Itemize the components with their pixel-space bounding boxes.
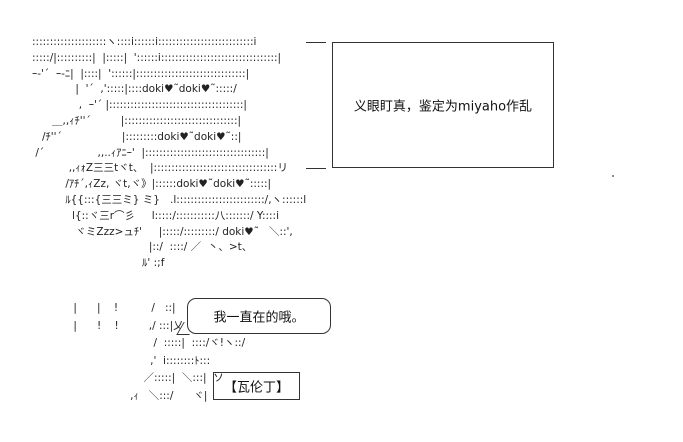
stray-dot	[612, 175, 614, 177]
art-line: |::/ ::::/ ／ 丶、>t、	[32, 241, 253, 254]
art-line-lower: | ! ! ,/ :::|乂	[40, 319, 184, 332]
caption-text: 义眼盯真，鉴定为miyaho作乱	[353, 99, 533, 115]
art-line: , ｰ'´ |:::::::::::::::::::::::::::::::::…	[32, 99, 247, 112]
name-tag-text: 【瓦伦丁】	[223, 380, 289, 396]
art-line: /ｱﾁ´,ｨZz, ヾt,ヾ》|::::::doki♥˜doki♥˜:::::|	[32, 178, 272, 191]
art-line-lower: ,ｨ ＼:::/ ヾ|	[40, 389, 208, 402]
art-line: /ﾁ''´ |:::::::::doki♥˜doki♥˜::|	[32, 130, 242, 143]
name-tag: 【瓦伦丁】	[213, 372, 300, 400]
connector-bottom	[306, 168, 326, 169]
art-line: :::::/|::::::::::| |:::::| '::::::i:::::…	[32, 51, 282, 64]
speech-bubble-text: 我一直在的哦。	[213, 310, 305, 326]
art-line: ＿,,ｨﾁ''´ |::::::::::::::::::::::::::::::…	[32, 115, 242, 127]
art-line: /´ ,,..ｨｱﾆｰ' |::::::::::::::::::::::::::…	[32, 146, 269, 159]
art-line-lower: ／:::::| ＼:::| ソ	[40, 372, 224, 384]
art-line: ﾙ' :;f	[32, 257, 165, 270]
art-line: | '´ ,':::::|::::doki♥˜doki♥˜:::::/	[32, 83, 237, 96]
art-line: l{::ヾ三r⌒彡 l:::::/:::::::::::八:::::::/ Y:…	[32, 209, 280, 222]
art-line-lower: ,' i::::::::ﾄ:::	[40, 354, 211, 367]
art-line: ﾙ{{:::{三三ミ} ミ} .l:::::::::::::::::::::::…	[32, 194, 307, 206]
art-line: ｰ‐'´ ｰ‐ﾆ| |::::| '::::::|:::::::::::::::…	[32, 67, 250, 80]
speech-bubble: 我一直在的哦。	[187, 298, 331, 334]
art-line: ,,ｨｫZ三三tヾt、 |:::::::::::::::::::::::::::…	[32, 162, 288, 175]
art-line-lower: / :::::| ::::/ヾ!ヽ::/	[40, 337, 246, 349]
connector-top	[306, 42, 326, 43]
caption-box: 义眼盯真，鉴定为miyaho作乱	[332, 42, 554, 168]
art-line-lower: | | ! / ::|	[40, 302, 176, 314]
art-line: :::::::::::::::::::::ヽ::::i::::::i::::::…	[32, 36, 257, 48]
art-line: ヾミZzz>ュﾁ' |:::::/:::::::::/ doki♥˜ ＼::',	[32, 225, 293, 238]
